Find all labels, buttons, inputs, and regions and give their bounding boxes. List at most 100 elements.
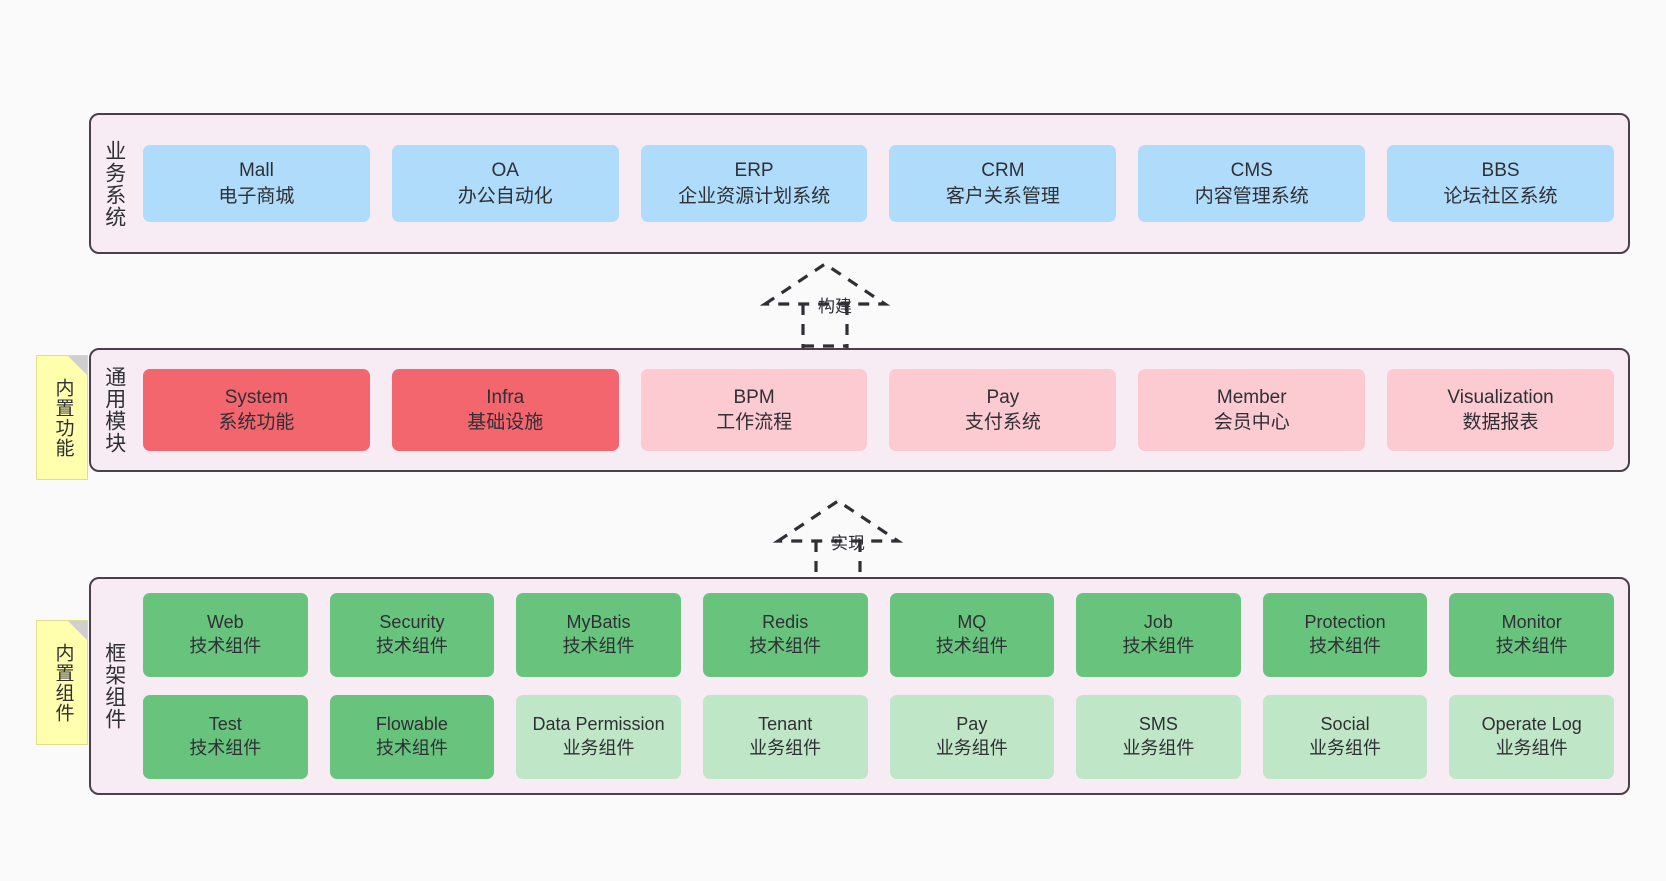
node-title: Social bbox=[1320, 714, 1370, 735]
node-sms[interactable]: SMS 业务组件 bbox=[1076, 695, 1241, 779]
node-subtitle: 业务组件 bbox=[1122, 738, 1195, 758]
node-title: Flowable bbox=[375, 714, 448, 735]
node-subtitle: 客户关系管理 bbox=[945, 185, 1060, 207]
node-test[interactable]: Test 技术组件 bbox=[143, 695, 308, 779]
node-system[interactable]: System 系统功能 bbox=[143, 369, 370, 451]
node-protection[interactable]: Protection 技术组件 bbox=[1262, 593, 1428, 677]
generalization-arrow-icon bbox=[759, 262, 891, 348]
node-title: Web bbox=[206, 612, 244, 633]
layer-title-common-module: 通用模块 bbox=[102, 366, 126, 454]
node-oa[interactable]: OA 办公自动化 bbox=[391, 145, 619, 222]
node-subtitle: 数据报表 bbox=[1462, 412, 1539, 433]
node-subtitle: 支付系统 bbox=[964, 412, 1041, 433]
node-title: Operate Log bbox=[1481, 714, 1582, 735]
node-pay[interactable]: Pay 支付系统 bbox=[889, 369, 1117, 451]
node-mq[interactable]: MQ 技术组件 bbox=[889, 593, 1055, 677]
layer-business-system: 业务系统 Mall 电子商城 OA 办公自动化 ERP 企业资源计划系统 CRM… bbox=[89, 113, 1630, 254]
node-subtitle: 技术组件 bbox=[562, 636, 635, 656]
node-mybatis[interactable]: MyBatis 技术组件 bbox=[516, 593, 681, 677]
node-subtitle: 基础设施 bbox=[467, 412, 544, 433]
node-monitor[interactable]: Monitor 技术组件 bbox=[1449, 593, 1614, 677]
node-title: Monitor bbox=[1501, 612, 1562, 633]
sticky-note-builtin-features: 内置功能 bbox=[36, 355, 88, 480]
node-subtitle: 系统功能 bbox=[218, 412, 295, 433]
node-member[interactable]: Member 会员中心 bbox=[1138, 369, 1366, 451]
node-title: Infra bbox=[486, 386, 525, 408]
node-subtitle: 技术组件 bbox=[189, 636, 262, 656]
node-bpm[interactable]: BPM 工作流程 bbox=[640, 369, 868, 451]
node-title: Job bbox=[1143, 612, 1173, 633]
node-subtitle: 业务组件 bbox=[749, 738, 822, 758]
node-subtitle: 电子商城 bbox=[218, 185, 295, 207]
node-subtitle: 技术组件 bbox=[1495, 636, 1568, 656]
node-title: BPM bbox=[733, 386, 775, 408]
connector-label-build: 构建 bbox=[818, 297, 852, 316]
node-subtitle: 业务组件 bbox=[935, 738, 1008, 758]
node-visualization[interactable]: Visualization 数据报表 bbox=[1387, 369, 1614, 451]
node-title: Test bbox=[208, 714, 242, 735]
node-title: ERP bbox=[734, 160, 774, 182]
node-subtitle: 会员中心 bbox=[1213, 412, 1290, 433]
node-crm[interactable]: CRM 客户关系管理 bbox=[889, 145, 1117, 222]
sticky-note-label: 内置功能 bbox=[52, 377, 74, 458]
node-redis[interactable]: Redis 技术组件 bbox=[702, 593, 868, 677]
node-subtitle: 业务组件 bbox=[1495, 738, 1568, 758]
node-bbs[interactable]: BBS 论坛社区系统 bbox=[1387, 145, 1614, 222]
node-title: Mall bbox=[238, 160, 274, 182]
node-title: BBS bbox=[1481, 160, 1520, 182]
sticky-note-label: 内置组件 bbox=[52, 642, 74, 723]
layer-row: System 系统功能 Infra 基础设施 BPM 工作流程 Pay 支付系统… bbox=[143, 369, 1614, 451]
node-title: SMS bbox=[1138, 714, 1178, 735]
node-erp[interactable]: ERP 企业资源计划系统 bbox=[640, 145, 868, 222]
node-mall[interactable]: Mall 电子商城 bbox=[143, 145, 370, 222]
node-title: Tenant bbox=[758, 714, 813, 735]
node-title: CMS bbox=[1230, 160, 1273, 182]
node-subtitle: 技术组件 bbox=[189, 738, 262, 758]
node-title: Protection bbox=[1304, 612, 1386, 633]
node-flowable[interactable]: Flowable 技术组件 bbox=[329, 695, 495, 779]
node-title: Pay bbox=[956, 714, 988, 735]
node-title: Visualization bbox=[1447, 386, 1554, 408]
node-security[interactable]: Security 技术组件 bbox=[329, 593, 495, 677]
layer-title-business-system: 业务系统 bbox=[102, 139, 126, 228]
node-title: Security bbox=[379, 612, 445, 633]
node-subtitle: 工作流程 bbox=[716, 412, 793, 433]
layer-body-framework-component: Web 技术组件 Security 技术组件 MyBatis 技术组件 Redi… bbox=[137, 579, 1628, 793]
node-title: Data Permission bbox=[532, 714, 665, 735]
node-subtitle: 技术组件 bbox=[375, 738, 448, 758]
layer-common-module: 通用模块 System 系统功能 Infra 基础设施 BPM 工作流程 Pay… bbox=[89, 348, 1630, 472]
layer-row: Test 技术组件 Flowable 技术组件 Data Permission … bbox=[143, 695, 1614, 779]
node-social[interactable]: Social 业务组件 bbox=[1262, 695, 1428, 779]
node-job[interactable]: Job 技术组件 bbox=[1076, 593, 1241, 677]
node-cms[interactable]: CMS 内容管理系统 bbox=[1138, 145, 1366, 222]
node-subtitle: 业务组件 bbox=[1309, 738, 1382, 758]
connector-implement: 实现 bbox=[768, 493, 948, 585]
layer-row: Web 技术组件 Security 技术组件 MyBatis 技术组件 Redi… bbox=[143, 593, 1614, 677]
layer-body-business-system: Mall 电子商城 OA 办公自动化 ERP 企业资源计划系统 CRM 客户关系… bbox=[137, 115, 1628, 252]
node-subtitle: 技术组件 bbox=[375, 636, 448, 656]
node-subtitle: 论坛社区系统 bbox=[1443, 185, 1558, 207]
node-pay-business[interactable]: Pay 业务组件 bbox=[889, 695, 1055, 779]
node-title: Pay bbox=[986, 386, 1020, 408]
node-subtitle: 技术组件 bbox=[749, 636, 822, 656]
node-web[interactable]: Web 技术组件 bbox=[143, 593, 308, 677]
node-title: OA bbox=[491, 160, 519, 182]
node-title: MyBatis bbox=[566, 612, 631, 633]
node-subtitle: 办公自动化 bbox=[457, 185, 553, 207]
node-title: MQ bbox=[957, 612, 987, 633]
connector-label-implement: 实现 bbox=[831, 534, 865, 553]
node-title: Redis bbox=[762, 612, 809, 633]
layer-title-framework-component: 框架组件 bbox=[102, 642, 126, 730]
layer-row: Mall 电子商城 OA 办公自动化 ERP 企业资源计划系统 CRM 客户关系… bbox=[143, 145, 1614, 222]
node-data-permission[interactable]: Data Permission 业务组件 bbox=[516, 695, 681, 779]
node-subtitle: 技术组件 bbox=[935, 636, 1008, 656]
node-subtitle: 技术组件 bbox=[1122, 636, 1195, 656]
node-subtitle: 技术组件 bbox=[1309, 636, 1382, 656]
node-operate-log[interactable]: Operate Log 业务组件 bbox=[1449, 695, 1614, 779]
node-title: CRM bbox=[981, 160, 1025, 182]
node-subtitle: 业务组件 bbox=[562, 738, 635, 758]
node-infra[interactable]: Infra 基础设施 bbox=[391, 369, 619, 451]
node-tenant[interactable]: Tenant 业务组件 bbox=[702, 695, 868, 779]
sticky-note-builtin-components: 内置组件 bbox=[36, 620, 88, 745]
